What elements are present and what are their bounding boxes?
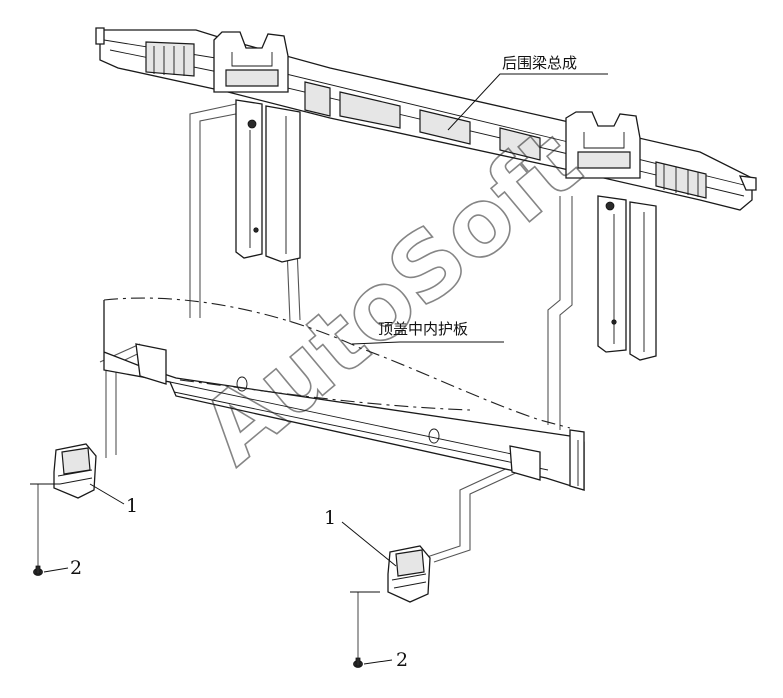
label-bracket-right: 1: [324, 507, 336, 529]
label-bracket-left: 1: [126, 495, 138, 517]
leader-lines: [43, 73, 608, 665]
label-screw-left: 2: [70, 557, 82, 579]
label-screw-right: 2: [396, 649, 408, 671]
screw-left: [30, 483, 60, 576]
label-rear-beam-assembly: 后围梁总成: [502, 54, 577, 72]
roof-center-trim-panel: [103, 297, 585, 491]
screw-right: [350, 591, 380, 668]
rear-beam-assembly: [95, 27, 757, 361]
label-roof-center-trim: 顶盖中内护板: [378, 320, 468, 338]
bracket-left: [53, 443, 97, 499]
bracket-right: [387, 545, 431, 603]
